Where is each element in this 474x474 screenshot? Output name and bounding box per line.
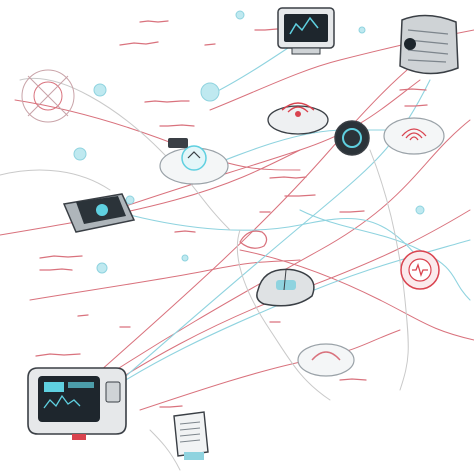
wire-gray [369, 149, 409, 391]
scribble-label [204, 43, 216, 46]
junction-dot [73, 147, 87, 161]
wire-blue [299, 209, 471, 301]
junction-dots [73, 10, 425, 274]
wifi-router-icon [267, 102, 329, 135]
wire-red [89, 39, 441, 381]
wire-gray [236, 229, 331, 401]
smart-speaker-icon [334, 120, 370, 156]
wire-red [69, 119, 471, 401]
scribble-label [404, 104, 428, 107]
wire-gray [0, 169, 111, 191]
scribble-label [77, 314, 89, 317]
scribble-label [284, 194, 316, 197]
wire-red [99, 79, 421, 216]
scribble-label [339, 378, 367, 381]
junction-dot [125, 195, 135, 205]
wearable-pad-icon [297, 343, 355, 377]
junction-dot [235, 10, 245, 20]
vital-signs-monitor-icon [62, 193, 136, 233]
wire-blue [129, 214, 421, 261]
scribble-label [39, 268, 73, 271]
junction-dot [358, 26, 366, 34]
tablet-monitor-icon [277, 7, 335, 55]
scribble-label [119, 41, 159, 46]
heartbeat-disk-icon [400, 250, 440, 290]
wire-red [139, 329, 401, 411]
cardiac-sensor-icon [173, 411, 209, 460]
scribble-label [35, 353, 81, 357]
wire-gray [19, 78, 231, 231]
hub-display-icon [159, 138, 229, 185]
junction-dot [93, 83, 107, 97]
scribble-label [269, 176, 307, 179]
scribble-label [159, 124, 195, 127]
wire-red [0, 149, 301, 236]
sketch-figure-icon [21, 69, 75, 123]
scribble-label [39, 255, 83, 259]
hand-sketch-icon [239, 230, 268, 249]
scribble-annotations [35, 20, 428, 408]
scribble-label [339, 210, 365, 213]
handheld-device-icon [27, 367, 127, 440]
computer-mouse-icon [256, 268, 315, 307]
scribble-label [159, 405, 183, 408]
wire-red [29, 259, 301, 301]
wire-red [14, 99, 301, 171]
scribble-label [254, 28, 278, 31]
fingerprint-sensor-icon [383, 117, 445, 155]
scribble-label [399, 88, 427, 91]
junction-dot [415, 205, 425, 215]
junction-dot [96, 262, 108, 274]
junction-dot [181, 254, 189, 262]
scribble-label [144, 100, 190, 103]
battery-pack-icon [399, 14, 459, 75]
scribble-label [174, 230, 196, 233]
junction-dot [200, 82, 220, 102]
scribble-label [139, 20, 169, 23]
wire-gray [149, 429, 181, 471]
